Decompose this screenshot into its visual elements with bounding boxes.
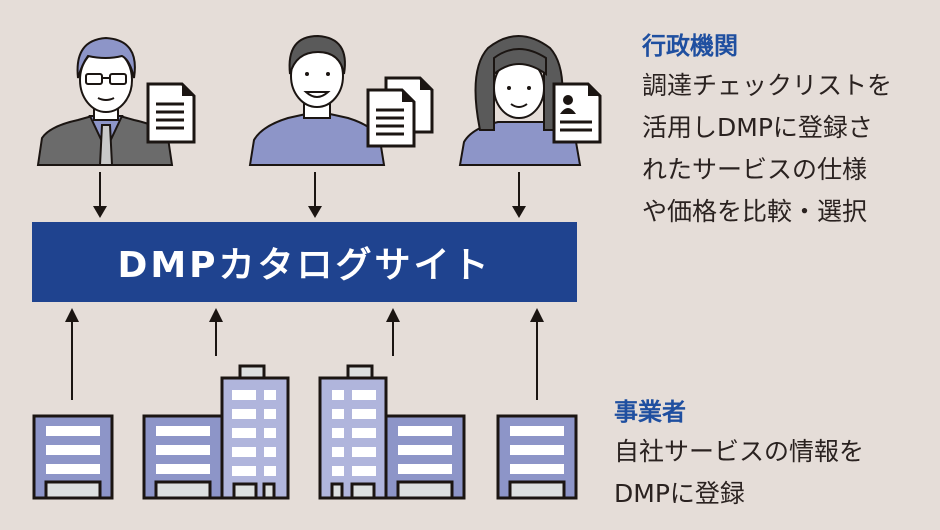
arrow-up-icon bbox=[209, 308, 223, 356]
arrow-down-icon bbox=[512, 172, 526, 218]
government-description: 調達チェックリストを 活用しDMPに登録さ れたサービスの仕様 や価格を比較・選… bbox=[642, 65, 892, 233]
description-line: 自社サービスの情報を bbox=[614, 437, 865, 466]
man-person-icon bbox=[248, 34, 386, 166]
resume-document-icon bbox=[552, 82, 602, 144]
woman-person-icon bbox=[458, 35, 582, 166]
office-complex-building-icon bbox=[142, 364, 290, 500]
description-line: れたサービスの仕様 bbox=[642, 155, 868, 184]
description-line: 調達チェックリストを bbox=[642, 71, 893, 100]
small-office-building-icon bbox=[32, 414, 114, 500]
arrow-down-icon bbox=[308, 172, 322, 218]
office-complex-building-icon bbox=[318, 364, 466, 500]
description-line: や価格を比較・選択 bbox=[642, 197, 868, 226]
business-description: 自社サービスの情報を DMPに登録 bbox=[614, 431, 864, 515]
description-line: DMPに登録 bbox=[614, 479, 745, 508]
government-section: 行政機関 調達チェックリストを 活用しDMPに登録さ れたサービスの仕様 や価格… bbox=[642, 26, 892, 233]
business-title: 事業者 bbox=[614, 398, 686, 426]
document-icon bbox=[146, 82, 196, 144]
dmp-catalog-site-banner: DMPカタログサイト bbox=[32, 222, 577, 302]
business-section: 事業者 自社サービスの情報を DMPに登録 bbox=[614, 392, 864, 515]
small-office-building-icon bbox=[496, 414, 578, 500]
arrow-down-icon bbox=[93, 172, 107, 218]
arrow-up-icon bbox=[65, 308, 79, 400]
government-title: 行政機関 bbox=[642, 32, 738, 60]
banner-label: DMPカタログサイト bbox=[117, 245, 492, 286]
official-person-icon bbox=[36, 36, 174, 166]
arrow-up-icon bbox=[530, 308, 544, 400]
description-line: 活用しDMPに登録さ bbox=[642, 113, 873, 142]
documents-stack-icon bbox=[366, 76, 434, 148]
arrow-up-icon bbox=[386, 308, 400, 356]
